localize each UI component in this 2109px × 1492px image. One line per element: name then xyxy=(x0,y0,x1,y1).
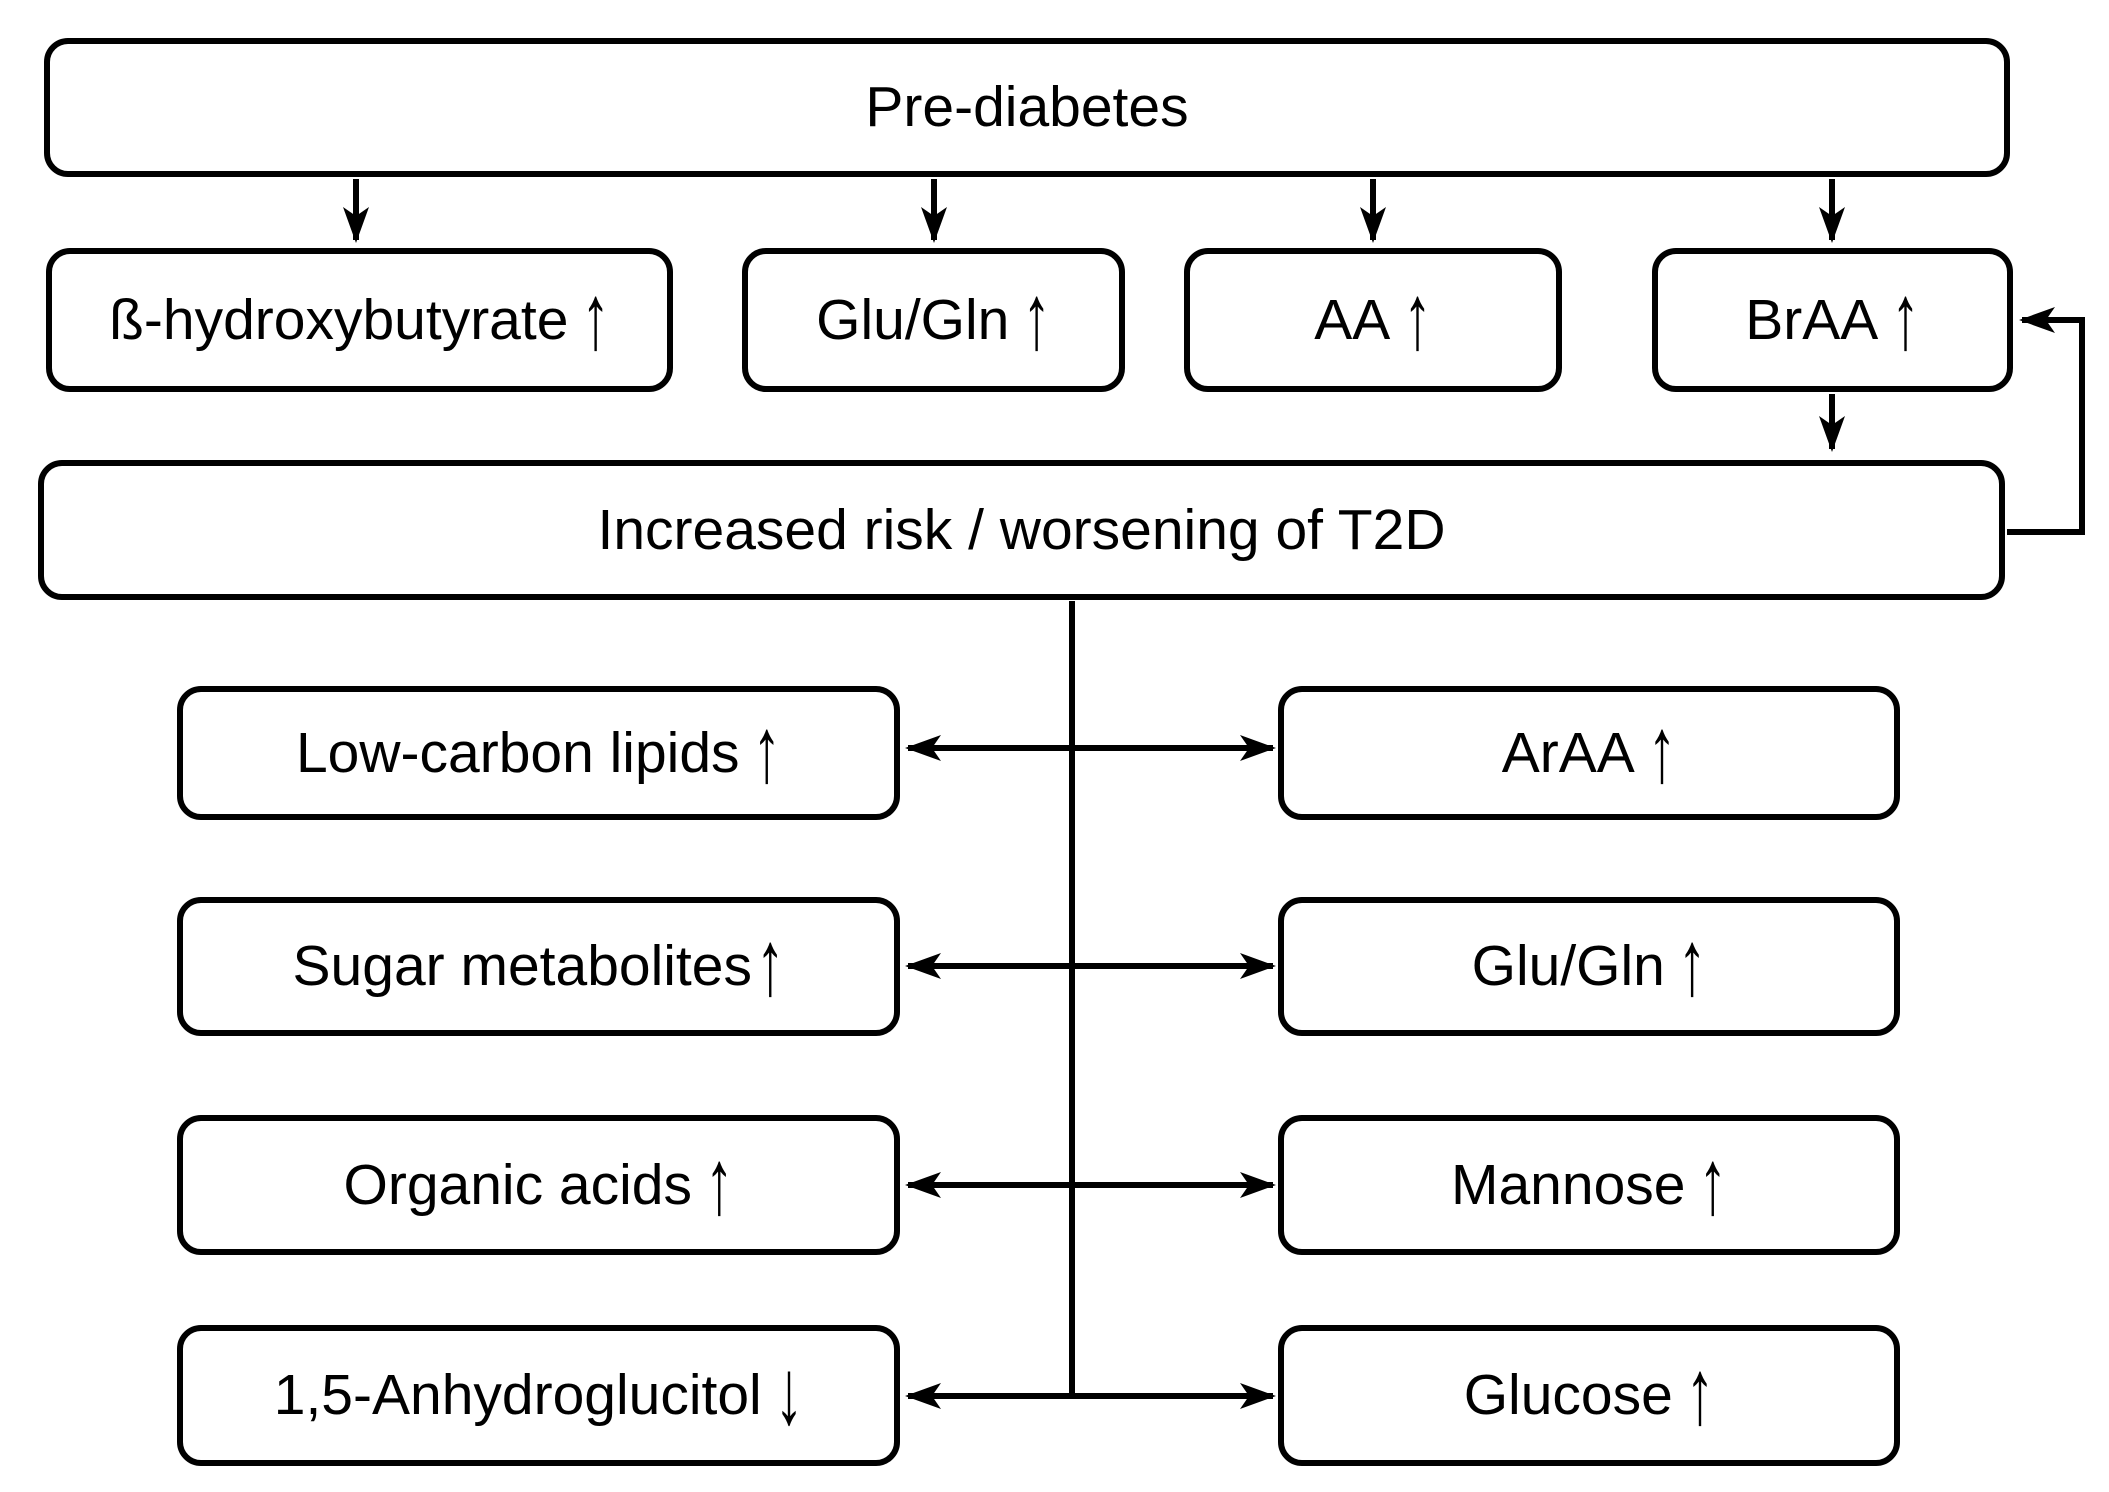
node-organic-acids: Organic acids ↑ xyxy=(177,1115,900,1255)
node-sugar-metabolites: Sugar metabolites ↑ xyxy=(177,897,900,1036)
up-arrow-glyph: ↑ xyxy=(1698,1130,1728,1235)
node-sugar-metabolites-label: Sugar metabolites xyxy=(292,934,752,998)
node-braa-label: BrAA xyxy=(1745,287,1879,352)
up-arrow-glyph: ↑ xyxy=(1403,265,1432,370)
node-araa-label: ArAA xyxy=(1501,720,1635,785)
up-arrow-glyph: ↑ xyxy=(1647,698,1677,803)
node-increased-risk: Increased risk / worsening of T2D xyxy=(38,460,2005,600)
node-15-anhydroglucitol-label: 1,5-Anhydroglucitol xyxy=(273,1363,762,1427)
node-aa-label: AA xyxy=(1314,287,1391,352)
node-low-carbon-lipids-label: Low-carbon lipids xyxy=(295,720,740,785)
node-15-anhydroglucitol: 1,5-Anhydroglucitol ↓ xyxy=(177,1325,900,1466)
up-arrow-glyph: ↑ xyxy=(1891,265,1920,370)
up-arrow-glyph: ↑ xyxy=(755,912,785,1016)
node-low-carbon-lipids: Low-carbon lipids ↑ xyxy=(177,686,900,820)
node-increased-risk-label: Increased risk / worsening of T2D xyxy=(597,497,1446,562)
node-glu-gln-bottom: Glu/Gln ↑ xyxy=(1278,897,1900,1036)
node-beta-hydroxybutyrate: ß-hydroxybutyrate ↑ xyxy=(46,248,673,392)
up-arrow-glyph: ↑ xyxy=(1677,912,1707,1016)
node-araa: ArAA ↑ xyxy=(1278,686,1900,820)
node-organic-acids-label: Organic acids xyxy=(343,1152,693,1217)
up-arrow-glyph: ↑ xyxy=(705,1130,734,1235)
up-arrow-glyph: ↑ xyxy=(1685,1341,1715,1445)
node-beta-hydroxybutyrate-label: ß-hydroxybutyrate xyxy=(109,287,569,352)
node-pre-diabetes: Pre-diabetes xyxy=(44,38,2010,177)
feedback-arrow-risk-to-braa xyxy=(2007,307,2085,535)
node-glu-gln-top: Glu/Gln ↑ xyxy=(742,248,1125,392)
up-arrow-glyph: ↑ xyxy=(581,265,610,370)
up-arrow-glyph: ↑ xyxy=(752,698,782,803)
down-arrow-glyph: ↓ xyxy=(774,1341,804,1445)
node-glucose-label: Glucose xyxy=(1463,1363,1673,1427)
node-glu-gln-top-label: Glu/Gln xyxy=(816,287,1010,352)
node-mannose-label: Mannose xyxy=(1451,1152,1686,1217)
node-aa: AA ↑ xyxy=(1184,248,1562,392)
node-pre-diabetes-label: Pre-diabetes xyxy=(865,75,1189,139)
node-braa: BrAA ↑ xyxy=(1652,248,2013,392)
node-glu-gln-bottom-label: Glu/Gln xyxy=(1471,934,1665,998)
up-arrow-glyph: ↑ xyxy=(1022,265,1051,370)
node-mannose: Mannose ↑ xyxy=(1278,1115,1900,1255)
node-glucose: Glucose ↑ xyxy=(1278,1325,1900,1466)
